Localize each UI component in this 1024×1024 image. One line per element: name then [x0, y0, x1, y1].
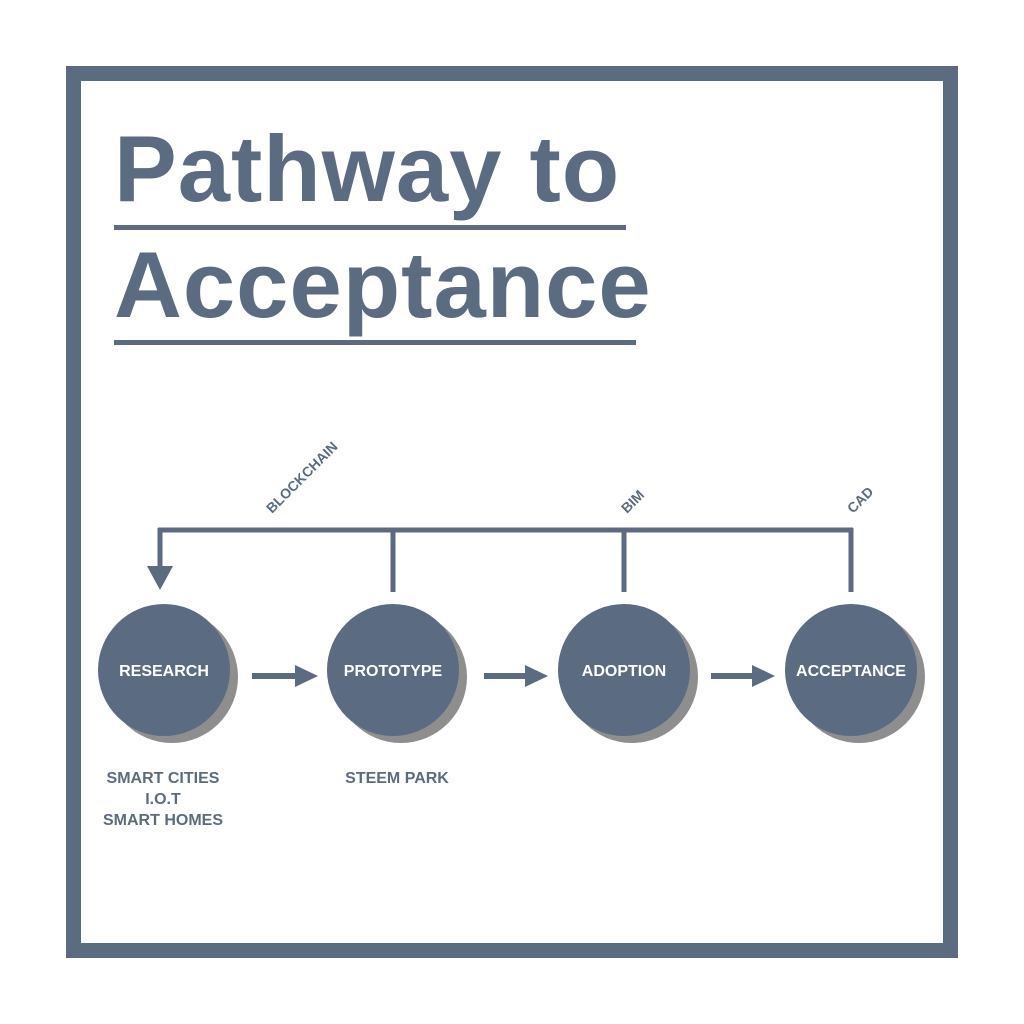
stage-label-acceptance: ACCEPTANCE	[796, 663, 906, 680]
title-line-1: Pathway to	[114, 116, 621, 221]
tech-label-blockchain: BLOCKCHAIN	[263, 438, 341, 516]
research-notes: SMART CITIES I.O.T SMART HOMES	[53, 768, 273, 831]
flow-arrow-3	[711, 665, 775, 687]
stage-node-research: RESEARCH	[98, 604, 238, 743]
arrow-right-icon	[295, 665, 318, 687]
stage-node-acceptance: ACCEPTANCE	[785, 604, 925, 743]
stage-label-prototype: PROTOTYPE	[344, 663, 443, 680]
stage-label-research: RESEARCH	[119, 663, 209, 680]
diagram-frame	[66, 66, 958, 958]
stage-node-circle	[327, 604, 459, 736]
prototype-note-item: STEEM PARK	[345, 770, 449, 787]
title-underline-1	[114, 225, 626, 230]
stage-node-adoption: ADOPTION	[558, 604, 698, 743]
stage-node-circle	[98, 604, 230, 736]
stage-node-circle	[785, 604, 917, 736]
tech-label-bim: BIM	[618, 487, 647, 516]
stage-node-prototype: PROTOTYPE	[327, 604, 467, 743]
stage-label-adoption: ADOPTION	[582, 663, 666, 680]
feedback-arrowhead-icon	[147, 566, 173, 590]
stage-node-circle	[558, 604, 690, 736]
research-note-item: SMART CITIES	[106, 770, 220, 787]
arrow-right-icon	[752, 665, 775, 687]
arrow-right-icon	[525, 665, 548, 687]
title-line-2: Acceptance	[114, 232, 652, 337]
research-note-item: I.O.T	[145, 791, 181, 808]
flow-arrow-2	[484, 665, 548, 687]
flow-arrow-1	[252, 665, 318, 687]
research-note-item: SMART HOMES	[103, 812, 223, 829]
title-underline-2	[114, 340, 636, 345]
tech-label-cad: CAD	[844, 483, 877, 516]
prototype-notes: STEEM PARK	[287, 768, 507, 789]
feedback-bracket	[157, 527, 854, 592]
